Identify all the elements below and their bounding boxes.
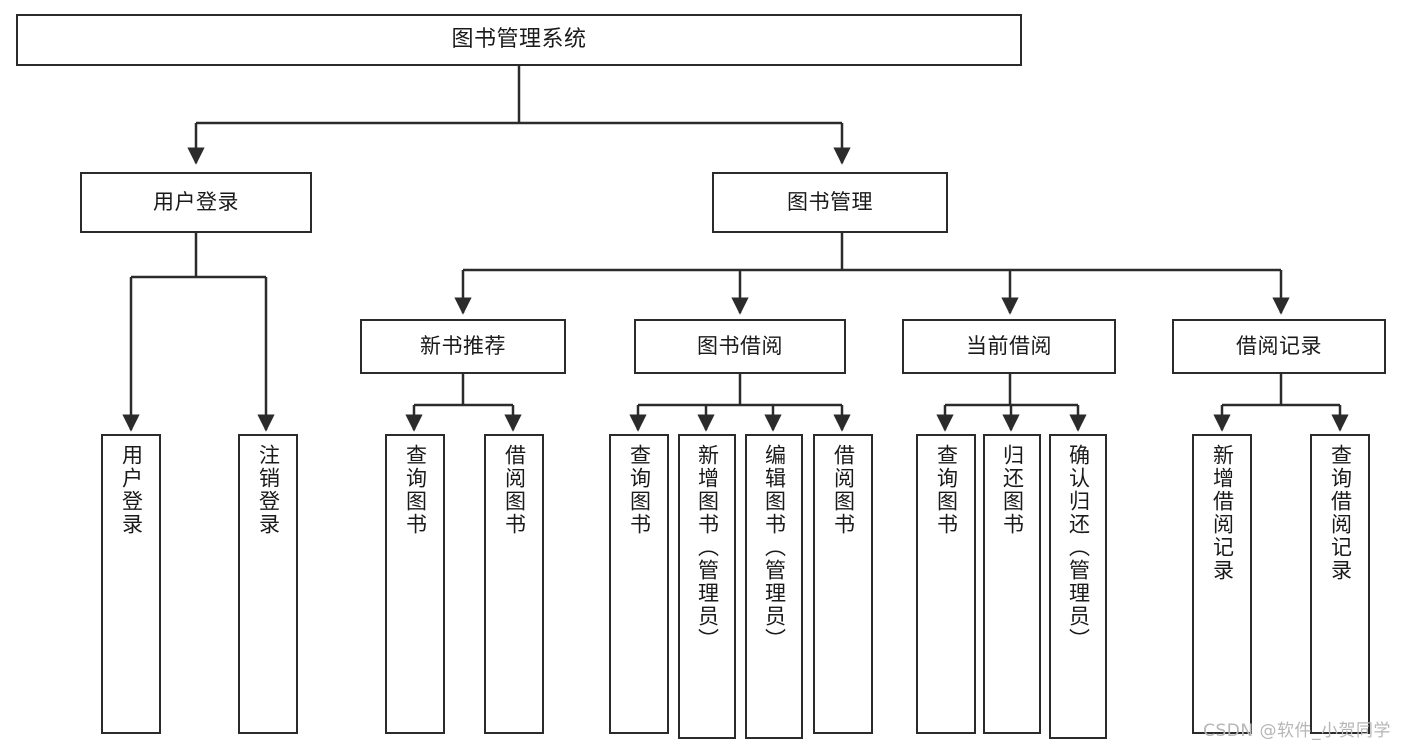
- node-leaf-logout-login[interactable]: 注销登录: [238, 434, 298, 734]
- node-leaf-query-borrow-record[interactable]: 查询借阅记录: [1310, 434, 1370, 734]
- node-leaf-edit-book[interactable]: 编辑图书（管理员）: [745, 434, 803, 739]
- node-leaf-confirm-return[interactable]: 确认归还（管理员）: [1049, 434, 1107, 739]
- node-label: 查询借阅记录: [1328, 444, 1353, 582]
- node-label: 借阅记录: [1236, 334, 1322, 359]
- node-leaf-query-book-borrow[interactable]: 查询图书: [609, 434, 669, 734]
- node-leaf-borrow-book-borrow[interactable]: 借阅图书: [813, 434, 873, 734]
- node-label: 查询图书: [403, 444, 428, 536]
- node-label: 用户登录: [153, 190, 239, 215]
- node-label: 新增图书（管理员）: [695, 444, 720, 651]
- node-leaf-add-book[interactable]: 新增图书（管理员）: [678, 434, 736, 739]
- node-label: 查询图书: [934, 444, 959, 536]
- node-label: 新增借阅记录: [1210, 444, 1235, 582]
- node-user-login[interactable]: 用户登录: [80, 172, 312, 233]
- node-label: 注销登录: [256, 444, 281, 536]
- csdn-watermark: CSDN @软件_小贺同学: [1203, 721, 1391, 741]
- node-label: 查询图书: [627, 444, 652, 536]
- node-book-management[interactable]: 图书管理: [712, 172, 948, 233]
- node-book-borrow[interactable]: 图书借阅: [634, 319, 846, 374]
- node-root-book-management-system[interactable]: 图书管理系统: [16, 14, 1022, 66]
- node-new-book-recommend[interactable]: 新书推荐: [360, 319, 566, 374]
- node-current-borrow[interactable]: 当前借阅: [902, 319, 1116, 374]
- node-label: 图书借阅: [697, 334, 783, 359]
- node-leaf-borrow-book-recommend[interactable]: 借阅图书: [484, 434, 544, 734]
- node-label: 用户登录: [119, 444, 144, 536]
- node-borrow-record[interactable]: 借阅记录: [1172, 319, 1386, 374]
- node-label: 归还图书: [1000, 444, 1025, 536]
- node-leaf-user-login[interactable]: 用户登录: [101, 434, 161, 734]
- node-label: 当前借阅: [966, 334, 1052, 359]
- node-label: 确认归还（管理员）: [1066, 444, 1091, 651]
- node-label: 图书管理系统: [451, 27, 587, 53]
- node-label: 编辑图书（管理员）: [762, 444, 787, 651]
- node-label: 借阅图书: [502, 444, 527, 536]
- node-leaf-add-borrow-record[interactable]: 新增借阅记录: [1192, 434, 1252, 734]
- node-label: 图书管理: [787, 190, 873, 215]
- node-label: 借阅图书: [831, 444, 856, 536]
- node-label: 新书推荐: [420, 334, 506, 359]
- node-leaf-return-book[interactable]: 归还图书: [983, 434, 1041, 734]
- node-leaf-query-book-recommend[interactable]: 查询图书: [385, 434, 445, 734]
- node-leaf-query-book-current[interactable]: 查询图书: [916, 434, 976, 734]
